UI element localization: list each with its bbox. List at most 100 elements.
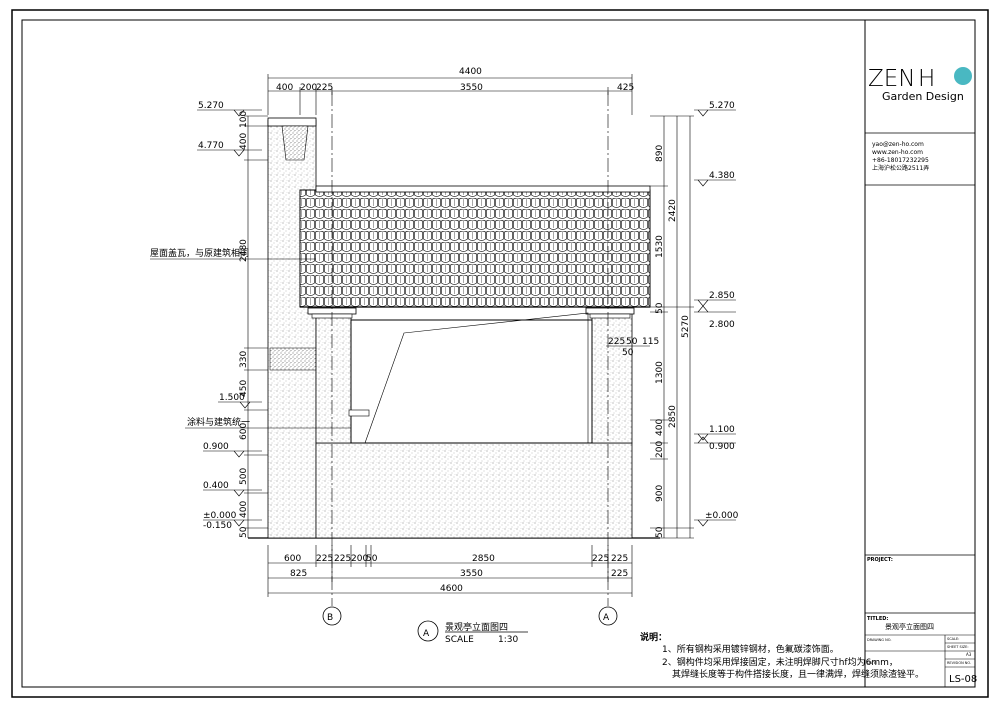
scale-value: 1:30 [498,635,518,645]
logo-text-h: H [918,66,935,92]
dim-right-5270: 5270 [681,315,691,338]
window-opening [350,319,593,444]
contact-phone: +86-18017232295 [872,157,929,164]
sheet-size-value: A3 [966,652,972,657]
dim-bot-50: 50 [366,554,378,564]
dim-left-500: 500 [239,468,249,485]
dim-bot-2850: 2850 [472,554,495,564]
chimney-opening [281,125,309,161]
logo-text: ZEN [868,66,916,92]
left-chimney [267,119,317,539]
dim-inner-50a: 50 [626,337,638,347]
dim-top-400: 400 [276,83,293,93]
dim-left-600: 600 [239,423,249,440]
grid-label-a: A [603,613,610,623]
tiled-roof [299,189,651,308]
dim-top-4400: 4400 [459,67,482,77]
base-wall [315,442,633,539]
level-right-1100: 1.100 [709,425,735,435]
dim-bot-225e: 225 [611,569,628,579]
dim-right-50a: 50 [655,302,665,314]
logo-subtitle: Garden Design [882,90,964,103]
elevation-drawing: B A 4400 400 200 225 3550 425 [150,67,924,680]
level-left-0000: ±0.000 [203,511,237,521]
dim-top-3550: 3550 [460,83,483,93]
dim-bot-225b: 225 [334,554,351,564]
note-2: 2、钢构件均采用焊接固定，未注明焊脚尺寸hf均为6mm， [662,656,898,668]
dim-inner-225: 225 [608,337,625,347]
dim-bot-3550: 3550 [460,569,483,579]
level-right-4380: 4.380 [709,171,735,181]
dim-left-330: 330 [239,351,249,368]
dim-top-425: 425 [617,83,634,93]
level-right-5270: 5.270 [709,101,735,111]
dim-left-400b: 400 [239,501,249,518]
dim-left-2480: 2480 [239,239,249,262]
left-dimensions [244,115,268,538]
revision-label: REVISION NO. [947,661,971,665]
contact-website: www.zen-ho.com [872,149,923,156]
scale-label: SCALE: [947,637,959,641]
top-dimensions [267,74,633,115]
level-left-4770: 4.770 [198,141,224,151]
dim-right-50b: 50 [655,526,665,538]
dim-right-1300: 1300 [655,361,665,384]
project-label: PROJECT: [867,557,893,563]
date-label: DATE: [867,661,877,665]
window-sash [364,312,589,444]
note-1: 1、所有钢构采用镀锌钢材，色氟碳漆饰面。 [662,643,839,655]
dim-inner-50b: 50 [622,348,634,358]
counter-ledge [348,409,370,417]
annotation-roof: 屋面盖瓦，与原建筑相同 [150,247,249,259]
title-block-drawing-title: 景观亭立面图四 [885,622,934,631]
contact-address: 上海沪松公路2511弄 [872,164,929,172]
dim-top-225: 225 [316,83,333,93]
note-3: 其焊缝长度等于构件搭接长度，且一律满焊，焊缝须除渣锉平。 [672,668,924,680]
notes-heading: 说明： [640,631,667,643]
roof-ridge [315,185,651,193]
section-marker [417,620,439,642]
dim-bot-225a: 225 [316,554,333,564]
dim-inner-115: 115 [642,337,659,347]
dim-right-1530: 1530 [655,235,665,258]
dim-left-50: 50 [239,526,249,538]
level-left-5270: 5.270 [198,101,224,111]
level-left-0400: 0.400 [203,481,229,491]
contact-email: yao@zen-ho.com [872,141,924,148]
level-right-0900: 0.900 [709,442,735,452]
dim-right-200: 200 [655,441,665,458]
right-levels [694,109,736,527]
level-right-2850: 2.850 [709,291,735,301]
dim-bot-200: 200 [351,554,368,564]
left-levels [197,109,262,527]
right-pillar [591,311,633,444]
sheet-size-label: SHEET SIZE: [947,645,969,649]
level-right-0000: ±0.000 [705,511,739,521]
grid-label-b: B [327,613,333,623]
dim-left-100: 100 [239,111,249,128]
dim-left-450: 450 [239,380,249,397]
outer-frame [11,9,989,698]
dim-bot-4600: 4600 [440,584,463,594]
dim-left-400: 400 [239,133,249,150]
dim-right-2850: 2850 [668,405,678,428]
drawing-title: 景观亭立面图四 [445,621,508,633]
inner-frame [21,19,976,688]
drawing-no-label: DRAWING NO. [867,638,891,642]
grid-bubble-b [322,606,342,626]
dim-bot-225c: 225 [592,554,609,564]
right-capital [585,307,635,315]
level-left-neg0150: -0.150 [203,521,232,531]
scale-text: SCALE [445,635,474,645]
title-block: ZEN H Garden Design yao@zen-ho.com www.z… [864,20,977,687]
sheet-number: LS-08 [949,674,977,685]
level-left-0900: 0.900 [203,442,229,452]
level-right-2800: 2.800 [709,320,735,330]
dim-bot-600: 600 [284,554,301,564]
dim-right-400: 400 [655,419,665,436]
logo-circle-icon [954,67,972,85]
dim-right-890: 890 [655,145,665,162]
left-pillar [315,311,352,444]
chimney-cap [267,117,317,127]
